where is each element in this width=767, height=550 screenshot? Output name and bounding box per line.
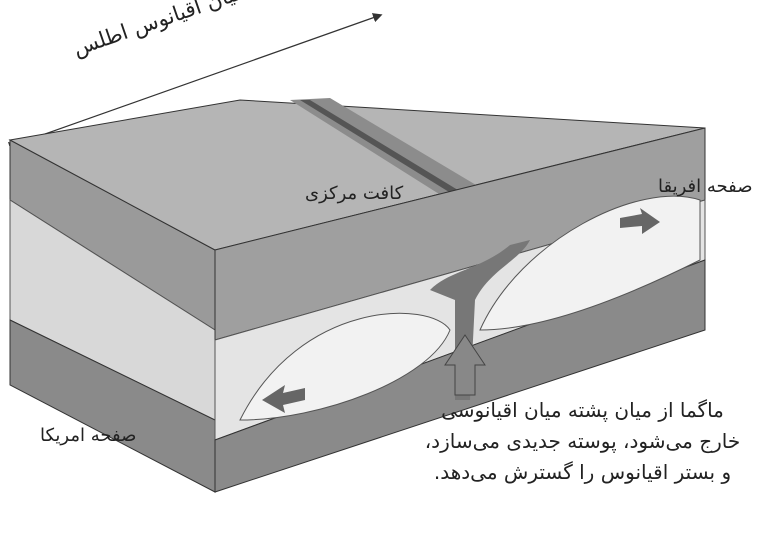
- africa-plate-label: صفحه افریقا: [658, 176, 753, 197]
- caption-line-2: خارج می‌شود، پوسته جدیدی می‌سازد،: [424, 429, 741, 453]
- arrow-right: [620, 208, 660, 234]
- magma-caption: ماگما از میان پشته میان اقیانوسی خارج می…: [410, 395, 755, 488]
- ridge-extent-arrow: [7, 13, 383, 152]
- america-plate-label: صفحه امریکا: [40, 425, 137, 446]
- upwelling-arrow: [444, 334, 486, 396]
- central-rift-label: کافت مرکزی: [305, 183, 404, 204]
- arrow-left: [262, 385, 305, 413]
- caption-line-1: ماگما از میان پشته میان اقیانوسی: [441, 398, 724, 422]
- caption-line-3: و بستر اقیانوس را گسترش می‌دهد.: [433, 460, 732, 484]
